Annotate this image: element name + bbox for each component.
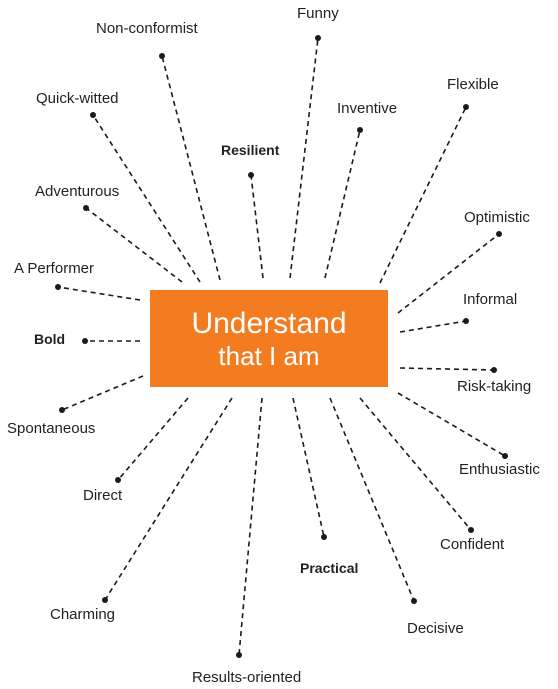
trait-funny: Funny: [297, 5, 339, 22]
spoke-confident: [359, 397, 474, 533]
spoke-enthusiastic: [397, 392, 508, 459]
spoke-adventurous: [83, 205, 183, 283]
trait-practical: Practical: [300, 560, 359, 576]
spoke-direct: [115, 397, 189, 483]
spoke-informal: [399, 318, 469, 333]
spoke-a-performer: [55, 284, 141, 301]
trait-quick-witted: Quick-witted: [36, 90, 119, 107]
spoke-spontaneous: [59, 375, 144, 413]
spoke-practical: [292, 397, 327, 540]
spoke-flexible: [379, 104, 469, 284]
spoke-funny: [289, 35, 321, 279]
spoke-inventive: [324, 127, 363, 279]
center-title-line2: that I am: [218, 340, 320, 371]
spoke-non-conformist: [159, 53, 221, 281]
spoke-risk-taking: [399, 367, 497, 373]
trait-results-oriented: Results-oriented: [192, 669, 302, 686]
trait-confident: Confident: [440, 536, 505, 553]
trait-resilient: Resilient: [221, 142, 280, 158]
trait-enthusiastic: Enthusiastic: [459, 461, 540, 478]
spoke-bold: [82, 338, 140, 344]
spoke-quick-witted: [90, 112, 201, 283]
trait-flexible: Flexible: [447, 76, 499, 93]
trait-optimistic: Optimistic: [464, 209, 530, 226]
trait-a-performer: A Performer: [14, 260, 95, 277]
spoke-decisive: [329, 397, 417, 604]
trait-bold: Bold: [34, 331, 66, 347]
trait-non-conformist: Non-conformist: [96, 20, 198, 37]
spoke-results-oriented: [236, 397, 263, 658]
trait-spontaneous: Spontaneous: [7, 420, 96, 437]
center-title-line1: Understand: [191, 306, 347, 340]
center-box: Understand that I am: [150, 290, 388, 387]
trait-direct: Direct: [83, 487, 123, 504]
trait-inventive: Inventive: [337, 100, 398, 117]
spoke-charming: [102, 397, 233, 603]
trait-adventurous: Adventurous: [35, 183, 120, 200]
spoke-resilient: [248, 172, 264, 279]
trait-charming: Charming: [50, 606, 116, 623]
trait-decisive: Decisive: [407, 620, 464, 637]
spoke-optimistic: [397, 231, 502, 314]
trait-informal: Informal: [463, 291, 518, 308]
trait-risk-taking: Risk-taking: [457, 378, 532, 395]
